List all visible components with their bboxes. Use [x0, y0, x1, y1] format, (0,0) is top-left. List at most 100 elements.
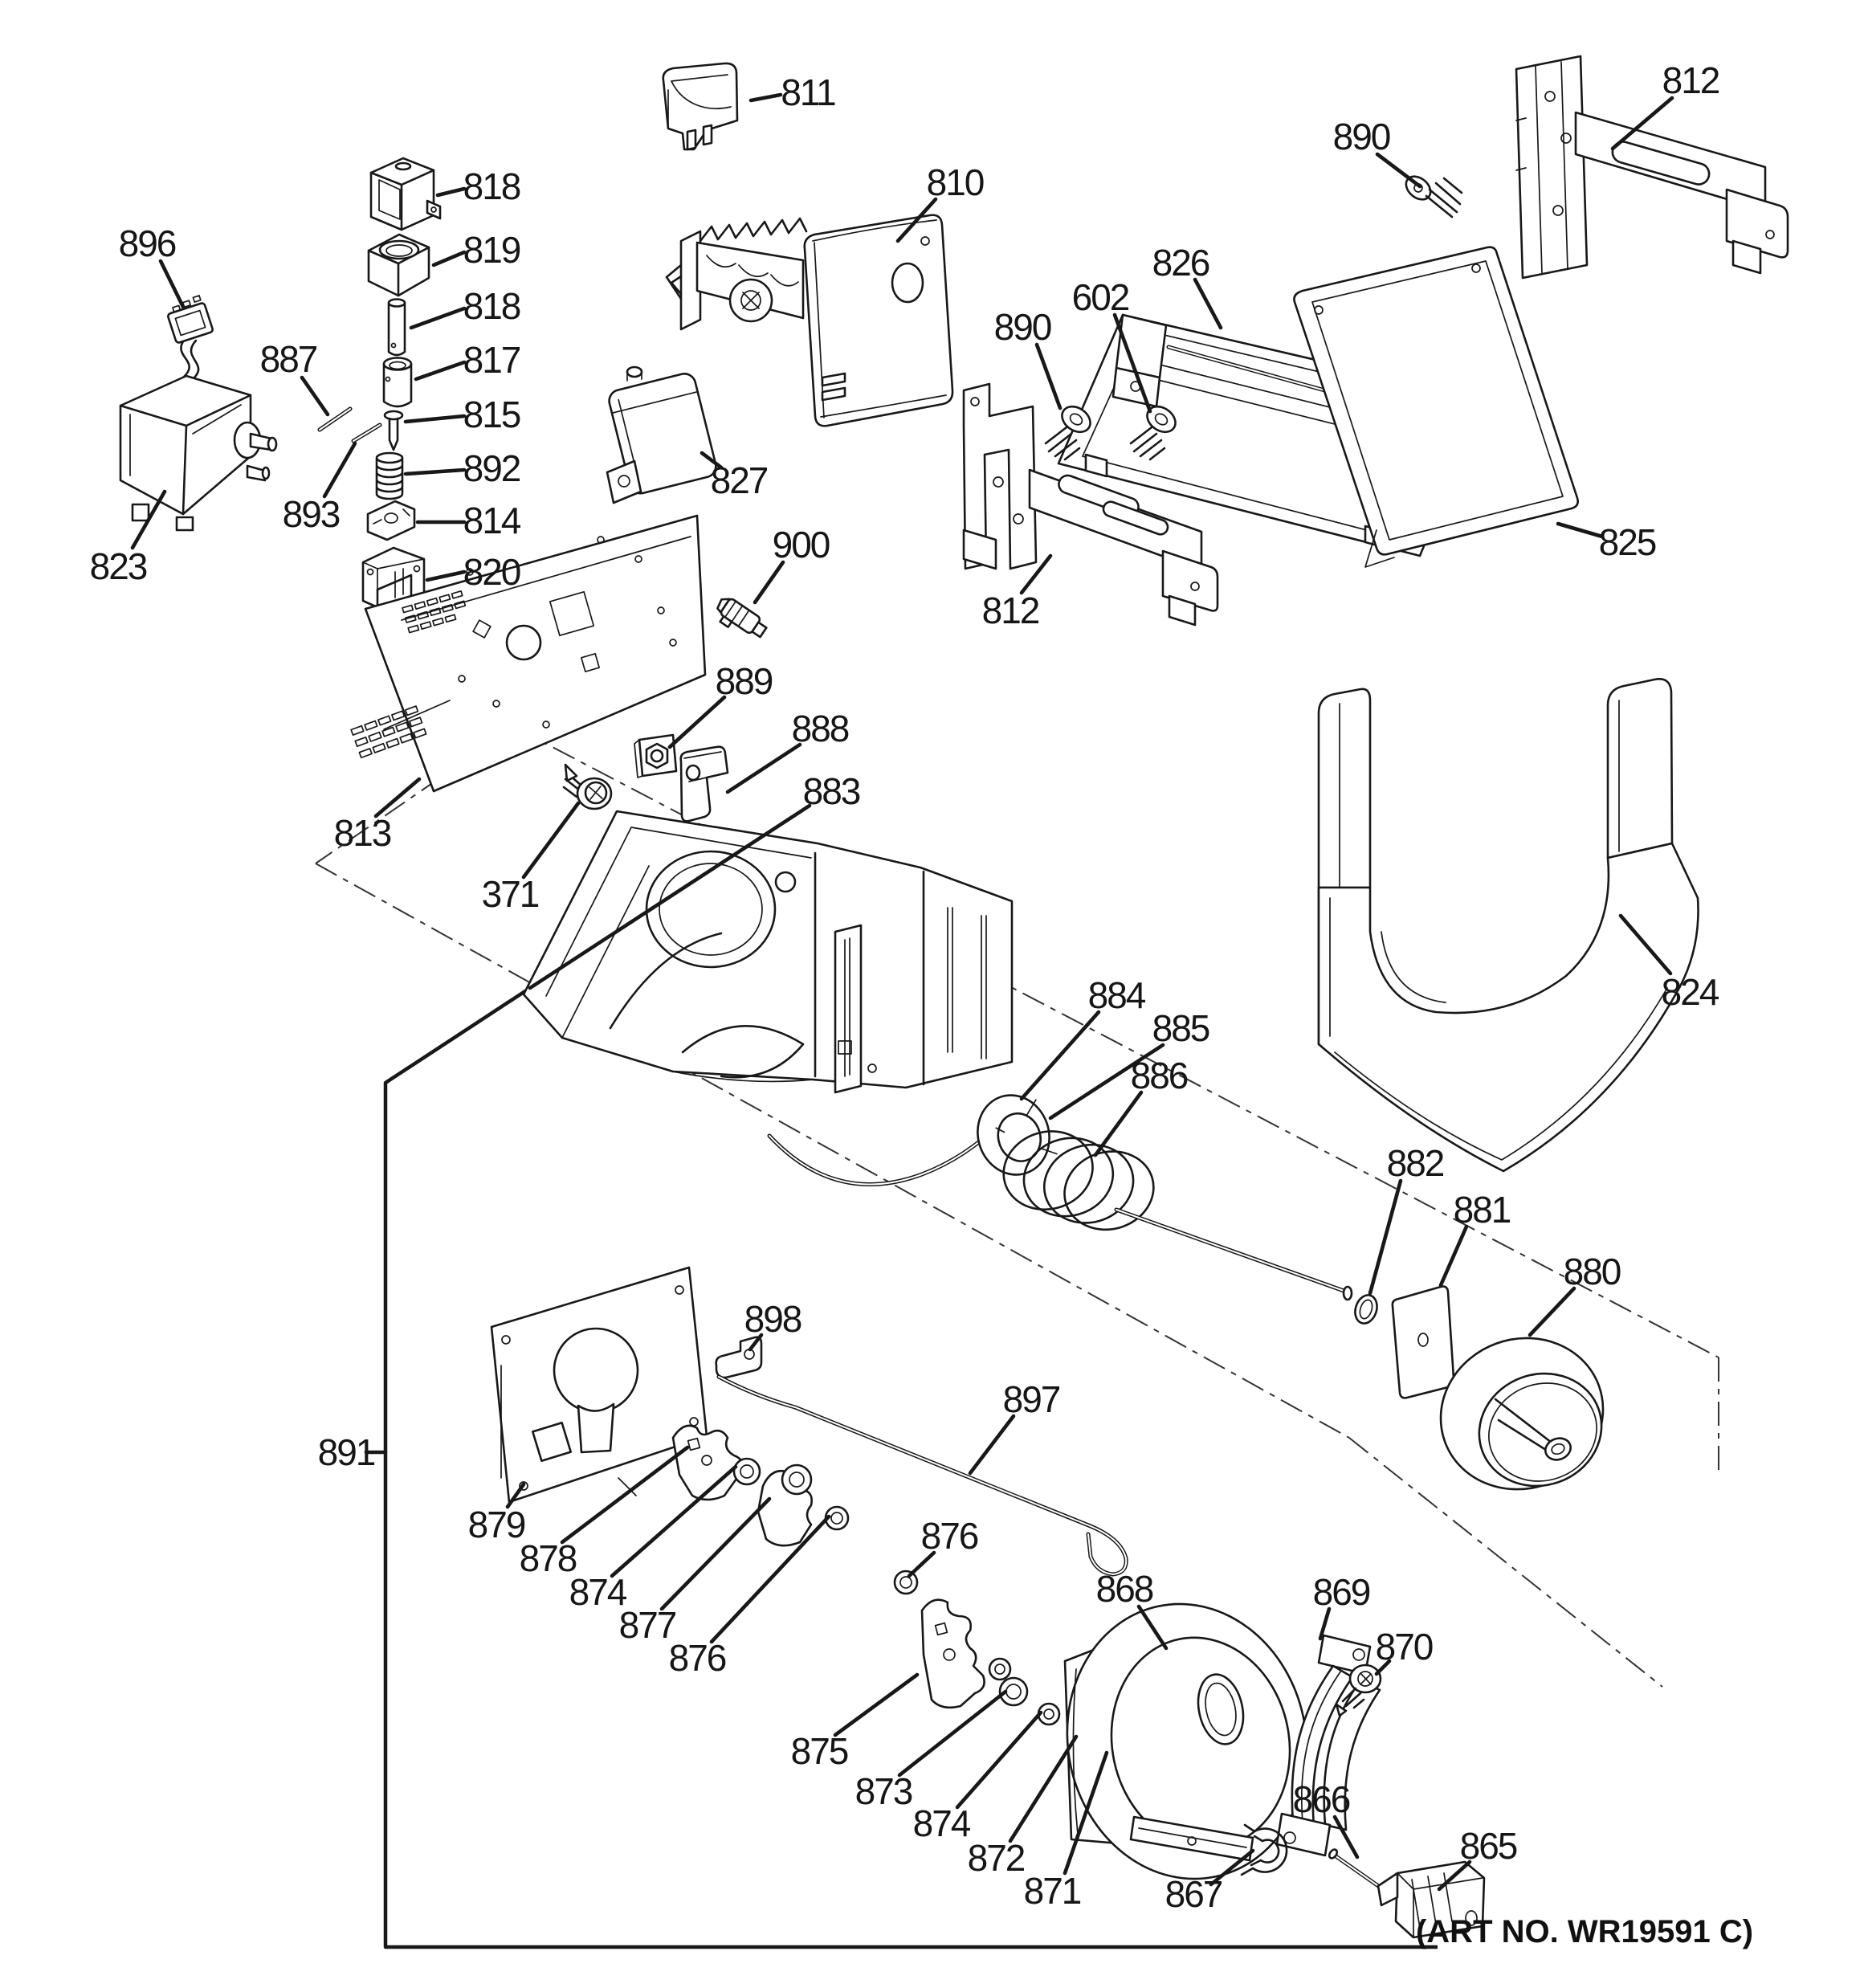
callout-896: 896	[119, 222, 176, 264]
leader-874	[955, 1710, 1043, 1810]
part-868-motor-housing	[1063, 1602, 1308, 1880]
part-876-ring-2	[893, 1570, 919, 1595]
part-818-solenoid-frame	[369, 157, 442, 231]
leader-873	[897, 1689, 1008, 1778]
callout-883: 883	[803, 770, 860, 812]
leader-892	[403, 467, 467, 476]
leader-880	[1528, 1286, 1576, 1337]
callout-882: 882	[1387, 1142, 1444, 1184]
leader-884	[1019, 1010, 1101, 1101]
part-890-screw-top	[1405, 175, 1463, 218]
callout-879: 879	[468, 1504, 525, 1545]
callout-891: 891	[318, 1431, 375, 1473]
leader-866	[1332, 1815, 1360, 1859]
callout-868: 868	[1096, 1568, 1153, 1610]
leader-883	[528, 803, 812, 990]
leader-872	[1008, 1734, 1079, 1843]
part-865-mount-bracket	[1377, 1860, 1486, 1939]
leader-811	[748, 92, 783, 103]
leader-886	[1093, 1090, 1144, 1157]
part-881-blade	[1391, 1285, 1455, 1399]
leader-818	[409, 306, 467, 330]
part-813-mounting-plate	[350, 514, 707, 793]
callout-870: 870	[1376, 1626, 1433, 1668]
leader-826	[1193, 277, 1223, 330]
part-878-cam	[671, 1424, 744, 1501]
part-893-pin	[351, 423, 382, 443]
part-814-clamp	[366, 500, 416, 541]
leader-890	[1034, 342, 1063, 410]
callout-815: 815	[463, 394, 520, 435]
part-896-wire-connector	[167, 295, 214, 381]
callout-818: 818	[463, 165, 520, 207]
callout-900: 900	[773, 524, 830, 565]
part-810-ice-maker	[665, 214, 954, 427]
part-870-screw	[1335, 1663, 1382, 1717]
part-874-bushing-2	[988, 1657, 1012, 1681]
part-889-nut-retainer	[634, 733, 678, 778]
leader-868	[1136, 1604, 1169, 1651]
part-823-auger-motor	[119, 374, 278, 532]
callout-872: 872	[968, 1837, 1025, 1879]
callout-827: 827	[711, 459, 768, 501]
part-879-cam-plate	[490, 1266, 708, 1504]
leader-602	[1112, 312, 1152, 414]
leader-890	[1375, 152, 1422, 189]
callout-866: 866	[1293, 1778, 1350, 1820]
leader-881	[1438, 1224, 1469, 1288]
part-825-access-panel	[1293, 246, 1579, 568]
callout-898: 898	[744, 1298, 801, 1340]
leader-823	[130, 489, 167, 550]
leader-865	[1437, 1859, 1472, 1892]
callout-884: 884	[1088, 974, 1146, 1016]
callout-888: 888	[792, 708, 849, 749]
part-890-screw-mid	[1044, 405, 1091, 461]
leader-817	[414, 360, 467, 382]
leader-898	[748, 1333, 764, 1352]
callout-814: 814	[463, 500, 521, 541]
callout-890: 890	[1333, 116, 1390, 157]
part-812-bracket-top	[1515, 55, 1789, 280]
part-887-pin	[317, 406, 353, 432]
leader-876	[709, 1514, 831, 1644]
leader-887	[300, 375, 330, 417]
callout-811: 811	[781, 71, 835, 113]
callout-826: 826	[1152, 242, 1209, 284]
callout-887: 887	[260, 338, 317, 380]
callout-876: 876	[921, 1515, 978, 1557]
callout-875: 875	[791, 1730, 848, 1772]
leader-867	[1209, 1848, 1255, 1887]
callout-873: 873	[855, 1770, 912, 1812]
callout-878: 878	[520, 1537, 577, 1579]
callout-881: 881	[1454, 1189, 1511, 1231]
part-815-plunger	[383, 410, 404, 451]
leader-888	[725, 742, 802, 794]
leader-813	[373, 777, 422, 818]
leader-874	[610, 1464, 738, 1578]
leader-876	[907, 1550, 936, 1578]
part-873-cap	[998, 1676, 1029, 1707]
part-880-drum	[1439, 1337, 1605, 1491]
leader-812	[1610, 96, 1674, 151]
callout-865: 865	[1460, 1825, 1517, 1867]
part-900-plug	[716, 598, 768, 639]
group-891-boundary	[383, 986, 1438, 1949]
callout-874: 874	[569, 1571, 627, 1613]
callout-871: 871	[1024, 1870, 1081, 1912]
callout-893: 893	[283, 493, 340, 535]
callout-880: 880	[1564, 1251, 1621, 1292]
part-371-screw	[562, 763, 613, 810]
leader-885	[1048, 1043, 1165, 1121]
leader-810	[895, 197, 938, 243]
part-875-cam	[920, 1598, 985, 1709]
dashdot-line	[1348, 1437, 1663, 1688]
callout-869: 869	[1313, 1571, 1370, 1613]
callout-892: 892	[463, 447, 520, 489]
leader-869	[1318, 1606, 1332, 1641]
art-number: (ART NO. WR19591 C)	[1416, 1914, 1753, 1949]
callout-885: 885	[1152, 1007, 1209, 1049]
part-817-sleeve	[382, 357, 413, 408]
leader-882	[1368, 1178, 1403, 1296]
leader-827	[700, 451, 724, 470]
